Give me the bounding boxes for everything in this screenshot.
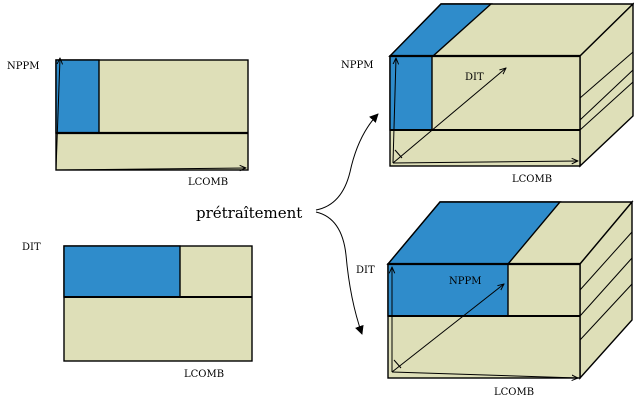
blue-region — [63, 245, 181, 298]
cube-front-blue — [387, 263, 509, 317]
nppm-label: NPPM — [449, 276, 481, 287]
cube-right-line — [579, 69, 634, 121]
cube-right-line — [579, 257, 633, 317]
lcomb-axis-arrow — [391, 371, 578, 378]
blue-region — [55, 59, 100, 134]
panel-dit-lcomb-2d: DIT LCOMB — [22, 242, 253, 380]
dit-axis-arrow — [392, 68, 506, 164]
cube-right-line — [579, 51, 634, 99]
arrow-to-bottom-cube — [315, 211, 364, 335]
dit-label: DIT — [465, 72, 484, 83]
cube-front-blue — [389, 55, 433, 131]
axis-origin-tick — [394, 149, 403, 159]
dit-label: DIT — [356, 265, 375, 276]
nppm-label: NPPM — [7, 61, 39, 72]
lcomb-axis-arrow — [55, 168, 246, 170]
axis-origin-tick — [393, 359, 402, 369]
arrow-to-top-cube — [315, 113, 379, 211]
nppm-axis-arrow — [391, 284, 504, 373]
nppm-axis-arrow — [55, 58, 60, 171]
lcomb-label: LCOMB — [188, 177, 228, 188]
panel-nppm-lcomb-2d: NPPM LCOMB — [7, 58, 249, 188]
pretraitement-group: prétraîtement — [196, 113, 379, 335]
cube-nppm-lcomb-dit: NPPM DIT LCOMB — [341, 2, 634, 185]
cube-dit-lcomb-nppm: DIT NPPM LCOMB — [356, 200, 634, 398]
cube-right-line — [579, 231, 633, 291]
nppm-label: NPPM — [341, 60, 373, 71]
cube-right-line — [579, 283, 633, 341]
dit-label: DIT — [22, 242, 41, 253]
pretraitement-label: prétraîtement — [196, 204, 302, 222]
lcomb-label: LCOMB — [512, 174, 552, 185]
lcomb-label: LCOMB — [184, 369, 224, 380]
lcomb-axis-arrow — [392, 161, 578, 163]
lcomb-label: LCOMB — [494, 387, 534, 398]
nppm-axis-arrow — [392, 58, 396, 164]
cube-right-line — [579, 81, 634, 131]
